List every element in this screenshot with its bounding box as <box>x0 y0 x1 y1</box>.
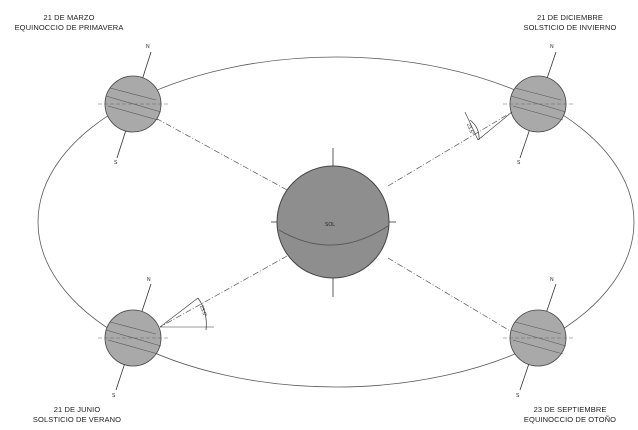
march-north: N <box>146 44 150 50</box>
december-north: N <box>550 44 554 50</box>
sun-label: SOL <box>325 222 335 228</box>
caption-march-event: EQUINOCCIO DE PRIMAVERA <box>10 23 128 33</box>
angle-summer-label: 23.5° <box>198 305 208 318</box>
caption-march-date: 21 DE MARZO <box>10 13 128 23</box>
caption-december: 21 DE DICIEMBRE SOLSTICIO DE INVIERNO <box>506 13 634 33</box>
caption-september-event: EQUINOCCIO DE OTOÑO <box>506 415 634 425</box>
caption-september-date: 23 DE SEPTIEMBRE <box>506 405 634 415</box>
sun: SOL <box>271 148 396 297</box>
angle-winter-label: 23.5° <box>465 123 475 136</box>
earth-march: N S <box>98 44 170 166</box>
caption-june-date: 21 DE JUNIO <box>22 405 132 415</box>
caption-september: 23 DE SEPTIEMBRE EQUINOCCIO DE OTOÑO <box>506 405 634 425</box>
september-south: S <box>516 393 520 399</box>
june-north: N <box>147 277 151 283</box>
ray-march <box>150 115 287 190</box>
caption-december-date: 21 DE DICIEMBRE <box>506 13 634 23</box>
earth-december: N S <box>503 44 575 166</box>
caption-december-event: SOLSTICIO DE INVIERNO <box>506 23 634 33</box>
caption-june-event: SOLSTICIO DE VERANO <box>22 415 132 425</box>
angle-summer: 23.5° <box>160 298 214 330</box>
ray-december <box>388 112 512 186</box>
september-north: N <box>550 277 554 283</box>
caption-june: 21 DE JUNIO SOLSTICIO DE VERANO <box>22 405 132 425</box>
ray-june <box>160 256 287 327</box>
june-south: S <box>112 393 116 399</box>
december-south: S <box>517 160 521 166</box>
caption-march: 21 DE MARZO EQUINOCCIO DE PRIMAVERA <box>10 13 128 33</box>
march-south: S <box>114 160 118 166</box>
earth-june: N S <box>98 277 170 399</box>
earth-september: N S <box>503 277 575 399</box>
ray-september <box>388 258 512 332</box>
